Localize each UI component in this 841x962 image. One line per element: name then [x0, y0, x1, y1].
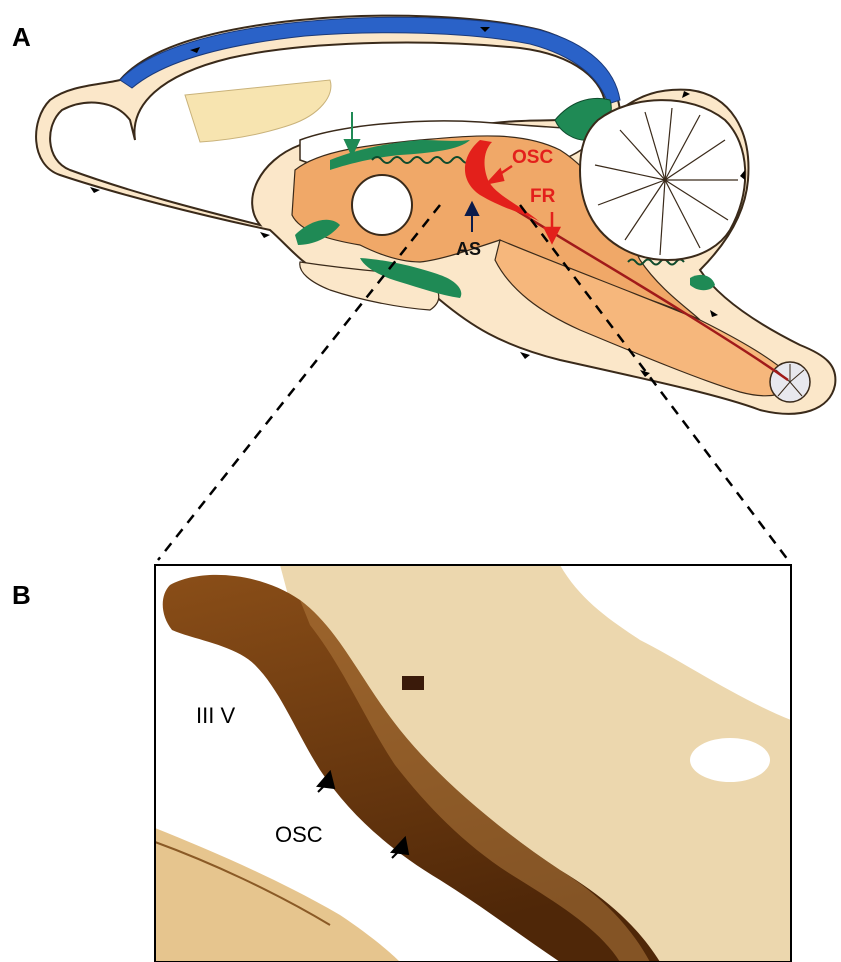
label-fr: FR: [530, 186, 556, 207]
anterior-commissure: [352, 175, 412, 235]
tissue-cavity-small: [690, 738, 770, 782]
label-third-ventricle: III V: [196, 703, 235, 728]
label-osc-photo: OSC: [275, 822, 323, 847]
tissue-speck: [402, 676, 424, 690]
micrograph: III V OSC: [155, 565, 791, 962]
spinal-cord-section: [770, 362, 810, 402]
label-osc-diagram: OSC: [512, 147, 553, 168]
cerebellum: [580, 100, 745, 260]
label-as: AS: [456, 239, 481, 259]
brain-schematic: OSC FR AS: [36, 16, 835, 414]
